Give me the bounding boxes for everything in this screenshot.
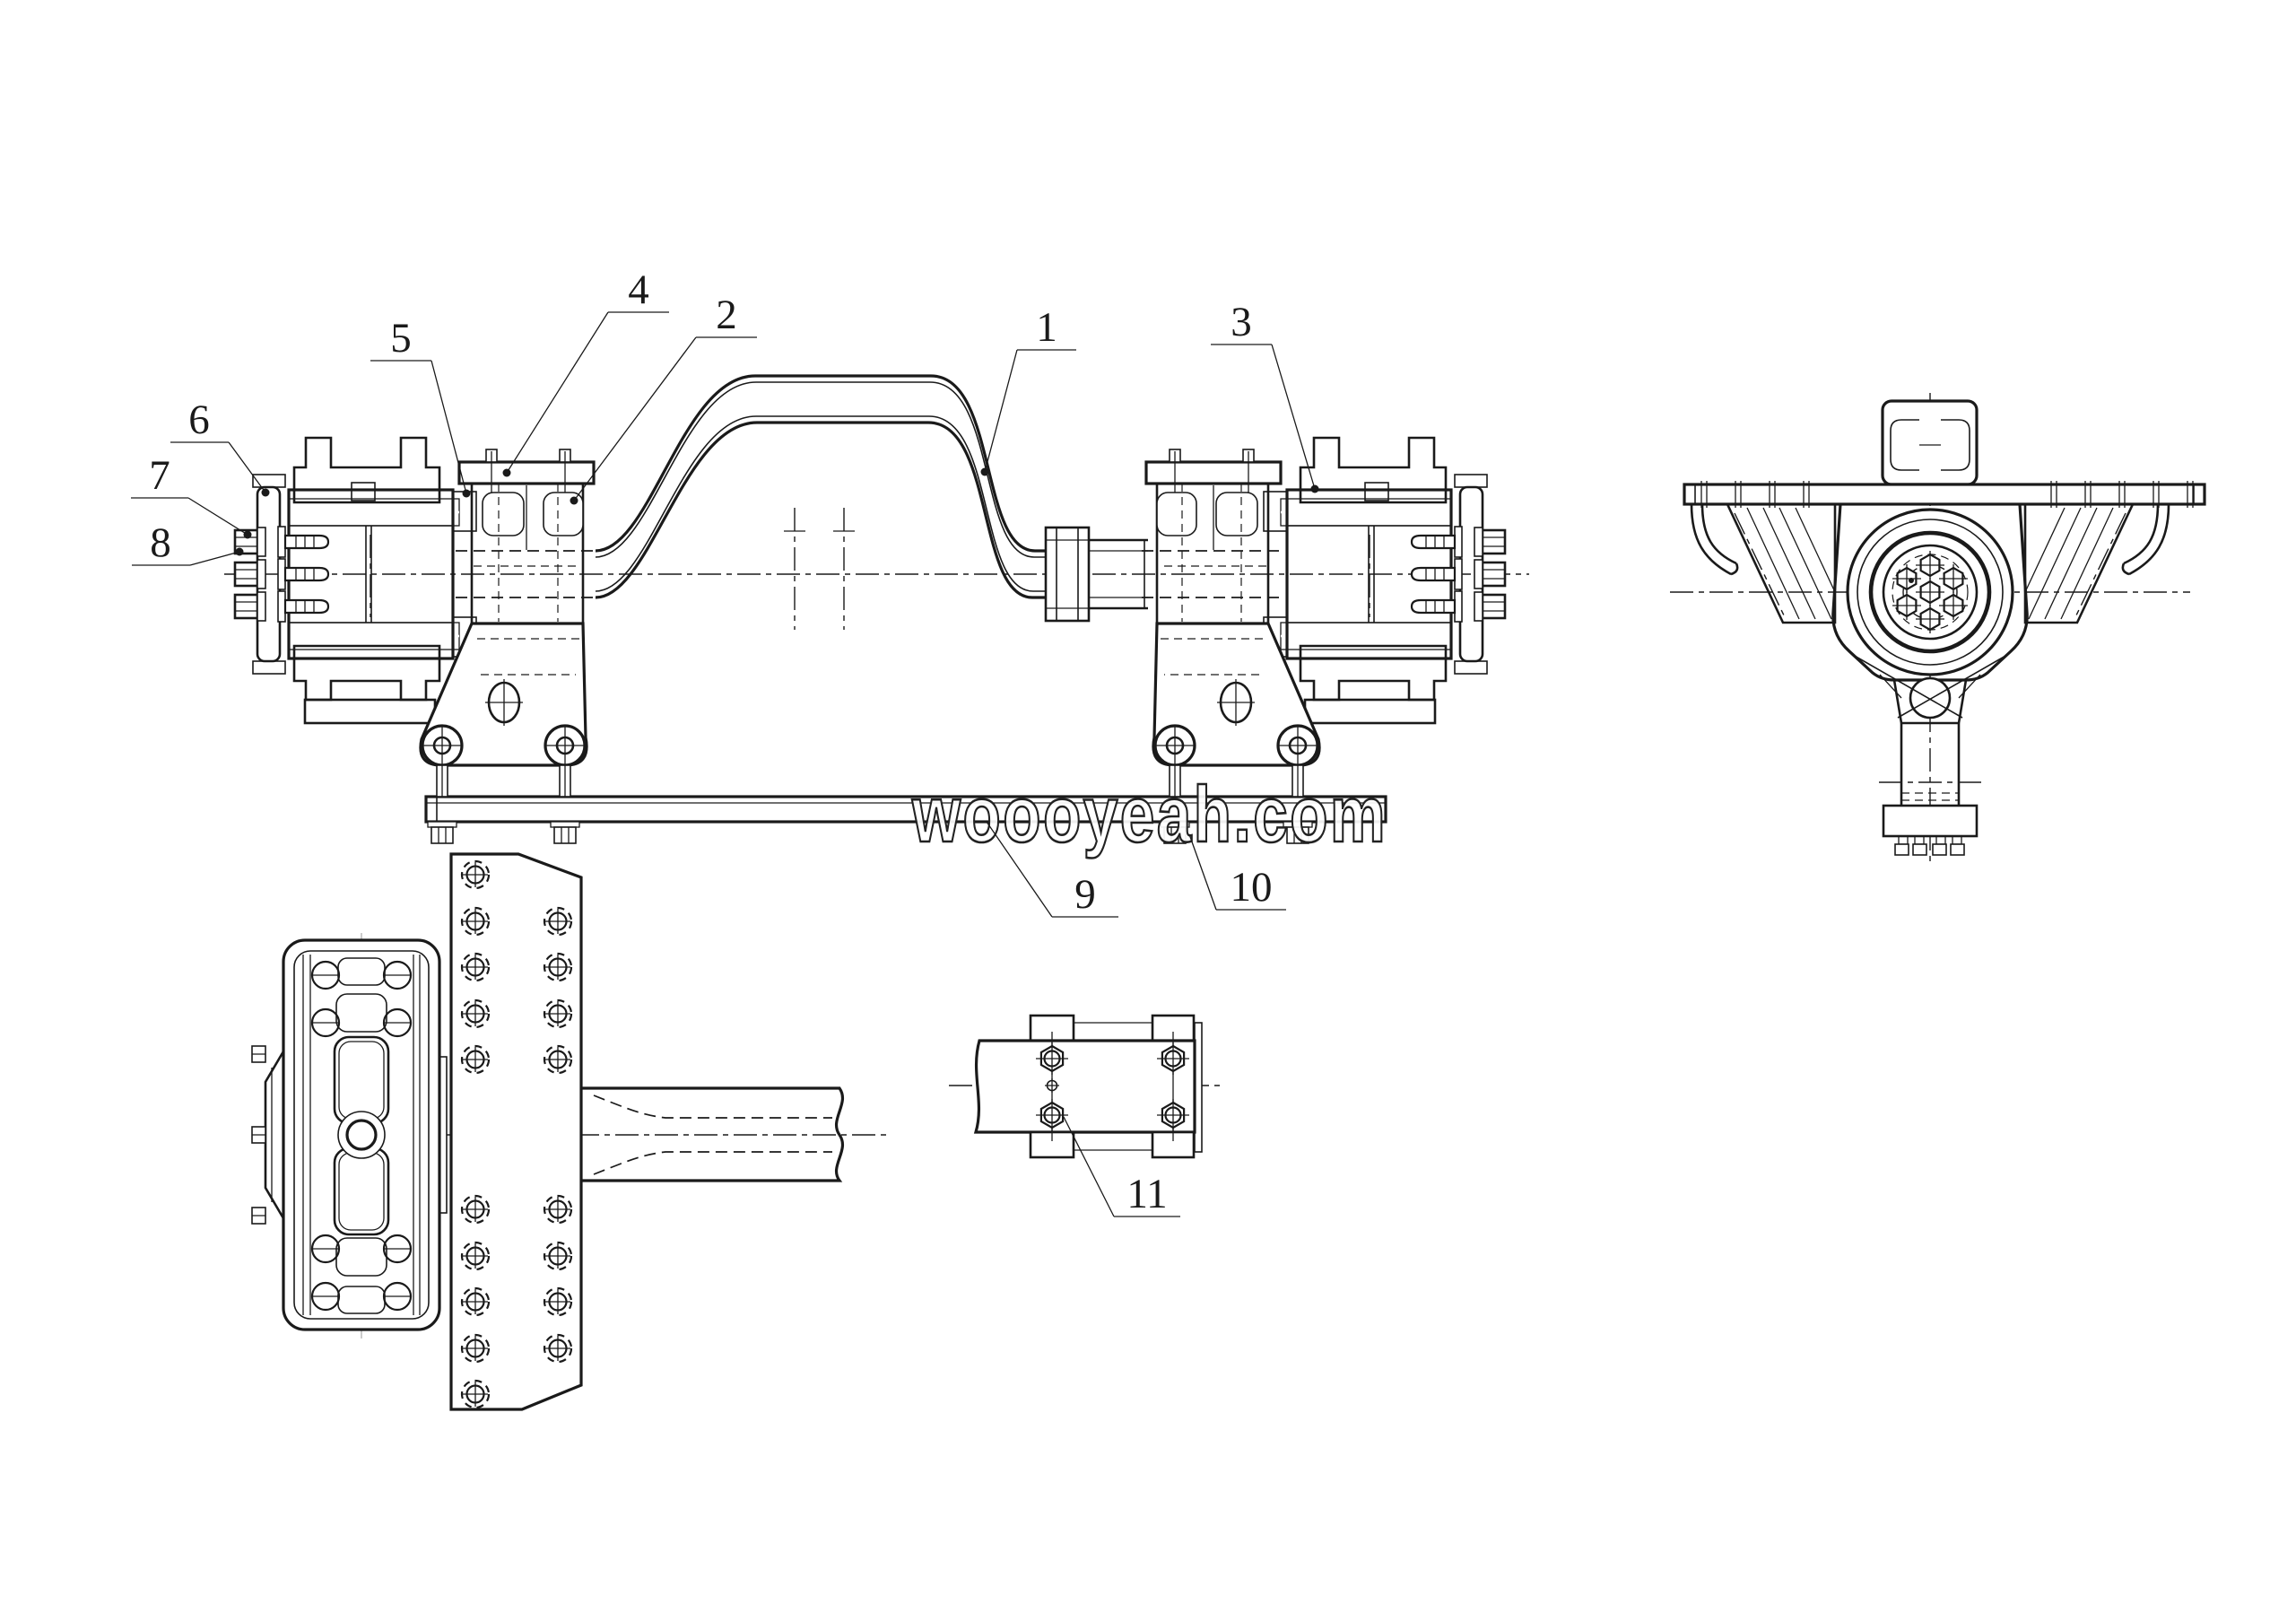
svg-text:3: 3 [1231,299,1252,345]
callout-4: 4 [502,266,669,477]
callout-1: 1 [980,304,1076,476]
callout-10: 10 [1188,833,1286,911]
axle-body [1831,503,2029,856]
lower-link-bar [424,795,1387,824]
callouts: 1 2 3 4 5 6 7 [131,266,1319,1217]
svg-text:9: 9 [1074,871,1096,918]
callout-8: 8 [132,519,244,566]
hub-side [251,938,448,1331]
side-view [1670,393,2206,863]
watermark: woooyeah.com [911,770,1387,859]
svg-text:1: 1 [1036,304,1057,351]
hook-arms [1690,503,2170,576]
callout-2: 2 [570,292,757,505]
mounting-plate [449,852,583,1411]
svg-text:4: 4 [628,266,649,313]
hub-side-view [251,852,886,1411]
svg-text:10: 10 [1231,864,1273,911]
callout-3: 3 [1211,299,1319,493]
left-wing [1725,502,1837,624]
right-hub [1264,438,1505,723]
right-wing [2023,502,2135,624]
front-view [224,374,1529,845]
svg-text:7: 7 [149,452,170,499]
svg-text:2: 2 [716,292,737,338]
svg-text:8: 8 [150,519,171,566]
mounting-flange-bar [1683,481,2206,508]
bar-collar [1044,526,1148,623]
bend-center-marks [794,508,845,630]
svg-text:11: 11 [1126,1171,1167,1217]
callout-9: 9 [986,821,1118,918]
callout-5: 5 [370,315,471,498]
svg-text:6: 6 [188,397,210,443]
axle-shaft [581,1086,845,1182]
callout-7: 7 [131,452,252,539]
top-block [1881,399,1979,486]
stabilizer-bar [595,374,1049,599]
svg-text:5: 5 [390,315,412,362]
callout-6: 6 [170,397,270,497]
callout-11: 11 [1063,1116,1180,1217]
left-bracket [419,448,596,845]
left-hub [235,438,476,723]
hub-face [1846,508,2014,676]
clamp-detail-view [949,1014,1222,1159]
